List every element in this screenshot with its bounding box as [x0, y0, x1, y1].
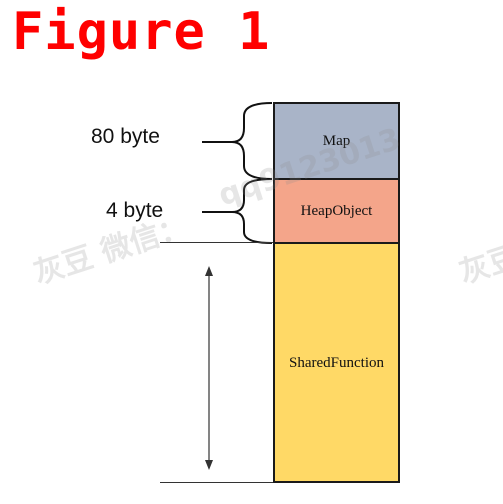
block-heapobject: HeapObject	[273, 178, 400, 244]
block-map: Map	[273, 102, 400, 180]
figure-title: Figure 1	[12, 2, 271, 62]
size-label-map: 80 byte	[91, 125, 160, 148]
height-arrow-top	[205, 266, 213, 276]
brace-heapobject	[231, 178, 273, 244]
block-sharedfunction-label: SharedFunction	[289, 354, 384, 371]
size-label-heapobject: 4 byte	[106, 199, 164, 222]
reference-line-top	[160, 242, 275, 243]
block-heapobject-label: HeapObject	[300, 202, 373, 219]
brace-map	[231, 102, 273, 180]
reference-line-bottom	[160, 482, 275, 483]
block-sharedfunction: SharedFunction	[273, 242, 400, 483]
height-arrow-bottom	[205, 460, 213, 470]
block-map-label: Map	[322, 132, 351, 149]
